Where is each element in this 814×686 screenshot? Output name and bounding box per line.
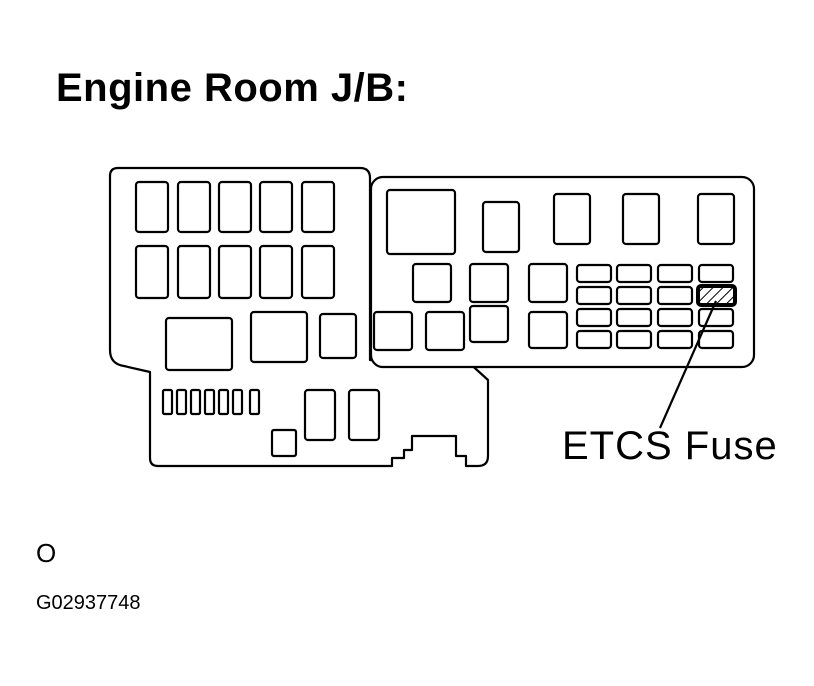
relay-slot xyxy=(176,244,212,300)
relay-slot xyxy=(411,262,453,304)
fuse-slot xyxy=(697,307,735,328)
relay-slot xyxy=(258,180,294,234)
mini-fuse-slot xyxy=(175,388,188,416)
fuse-slot xyxy=(615,285,653,306)
fuse-slot xyxy=(615,263,653,284)
relay-slot xyxy=(696,192,736,246)
relay-slot xyxy=(318,312,358,360)
fuse-slot xyxy=(656,307,694,328)
relay-slot xyxy=(552,192,592,246)
figure-marker: O xyxy=(36,538,57,568)
fuse-slot xyxy=(575,307,613,328)
fuse-slot xyxy=(697,329,735,350)
relay-slot xyxy=(347,388,381,442)
mini-fuse-slot xyxy=(248,388,261,416)
fuse-slot xyxy=(656,285,694,306)
relay-slot xyxy=(258,244,294,300)
fuse-slot xyxy=(615,307,653,328)
relay-slot xyxy=(481,200,521,254)
fuse-slot xyxy=(575,285,613,306)
relay-slot xyxy=(372,310,414,352)
relay-slot xyxy=(303,388,337,442)
relay-slot xyxy=(134,180,170,234)
relay-slot xyxy=(527,262,569,304)
callout-leader-line xyxy=(658,300,718,429)
large-relay-slot xyxy=(249,310,309,364)
etcs-fuse-label: ETCS Fuse xyxy=(562,424,778,468)
relay-slot xyxy=(424,310,466,352)
diagram-title: Engine Room J/B: xyxy=(56,66,409,110)
relay-slot xyxy=(217,180,253,234)
fuse-slot xyxy=(575,263,613,284)
mini-fuse-slot xyxy=(231,388,244,416)
relay-slot xyxy=(300,180,336,234)
relay-slot xyxy=(527,310,569,350)
mini-fuse-slot xyxy=(203,388,216,416)
mini-fuse-strip xyxy=(161,388,261,416)
left-second-relay-row xyxy=(134,244,336,300)
mini-fuse-slot xyxy=(161,388,174,416)
fuse-slot xyxy=(615,329,653,350)
relay-slot xyxy=(217,244,253,300)
fuse-slot xyxy=(656,329,694,350)
large-relay-slot xyxy=(164,316,234,372)
fuse-slot xyxy=(697,263,735,284)
mini-fuse-slot xyxy=(217,388,230,416)
fuse-slot xyxy=(656,263,694,284)
small-fuse-slot xyxy=(270,428,298,458)
relay-slot xyxy=(300,244,336,300)
relay-slot xyxy=(621,192,661,246)
etcs-fuse-highlight xyxy=(696,284,737,307)
fuse-grid xyxy=(575,263,735,350)
figure-id: G02937748 xyxy=(36,592,141,614)
relay-slot xyxy=(468,262,510,304)
relay-slot xyxy=(468,304,510,344)
left-top-relay-row xyxy=(134,180,336,234)
relay-slot xyxy=(176,180,212,234)
relay-slot xyxy=(134,244,170,300)
fuse-slot xyxy=(575,329,613,350)
large-relay-slot xyxy=(385,188,457,256)
mini-fuse-slot xyxy=(189,388,202,416)
